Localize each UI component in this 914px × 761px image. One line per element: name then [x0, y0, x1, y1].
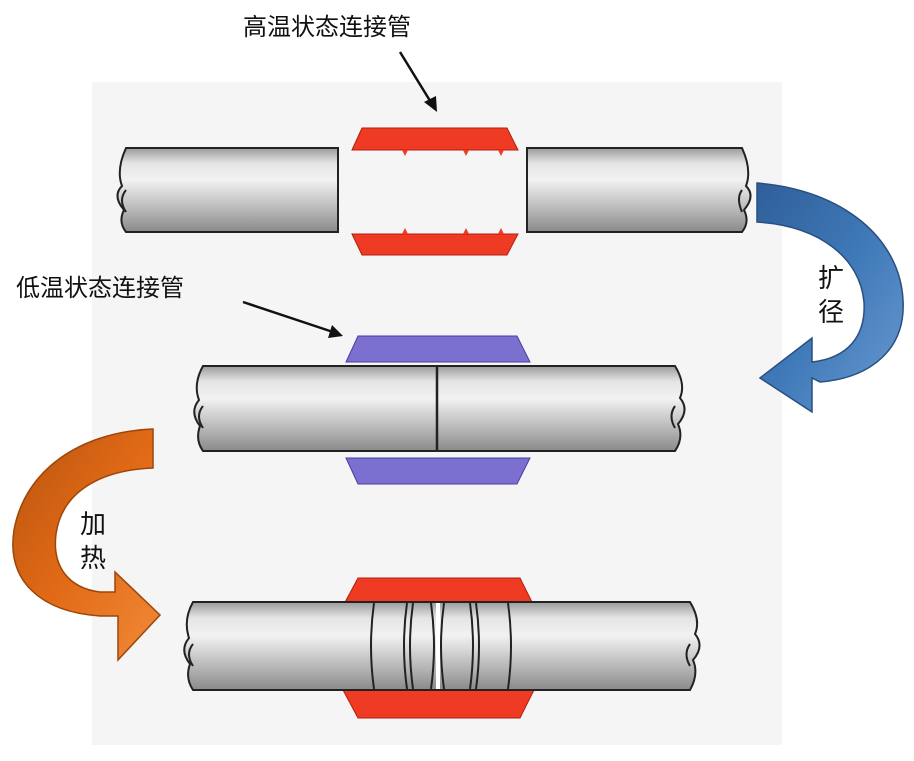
expand-label-char-2: 径 [817, 298, 844, 328]
expand-arrow [756, 182, 904, 414]
hot-connector-pointer [398, 51, 437, 112]
final-sleeve-bottom [342, 689, 535, 719]
stage-2-cold-assembly [193, 335, 686, 485]
heat-label-char-2: 热 [79, 544, 106, 574]
hot-connector-label: 高温状态连接管 [243, 13, 411, 41]
heat-arrow [12, 428, 162, 662]
joined-pipes [193, 365, 686, 452]
stage-1-hot-assembly [116, 127, 752, 256]
expand-label: 扩 径 [816, 262, 846, 330]
hot-sleeve-top [351, 127, 519, 156]
left-pipe [116, 147, 339, 233]
final-pipes [183, 601, 701, 691]
heat-label: 加 热 [78, 508, 108, 576]
heat-label-char-1: 加 [79, 510, 106, 540]
cold-connector-label: 低温状态连接管 [16, 274, 184, 302]
expand-label-char-1: 扩 [817, 264, 844, 294]
cold-sleeve-top [345, 335, 531, 363]
right-pipe [526, 147, 752, 233]
hot-sleeve-bottom [351, 228, 519, 256]
cold-connector-pointer [242, 300, 343, 338]
stage-3-final-assembly [183, 577, 701, 719]
cold-sleeve-bottom [345, 457, 531, 485]
